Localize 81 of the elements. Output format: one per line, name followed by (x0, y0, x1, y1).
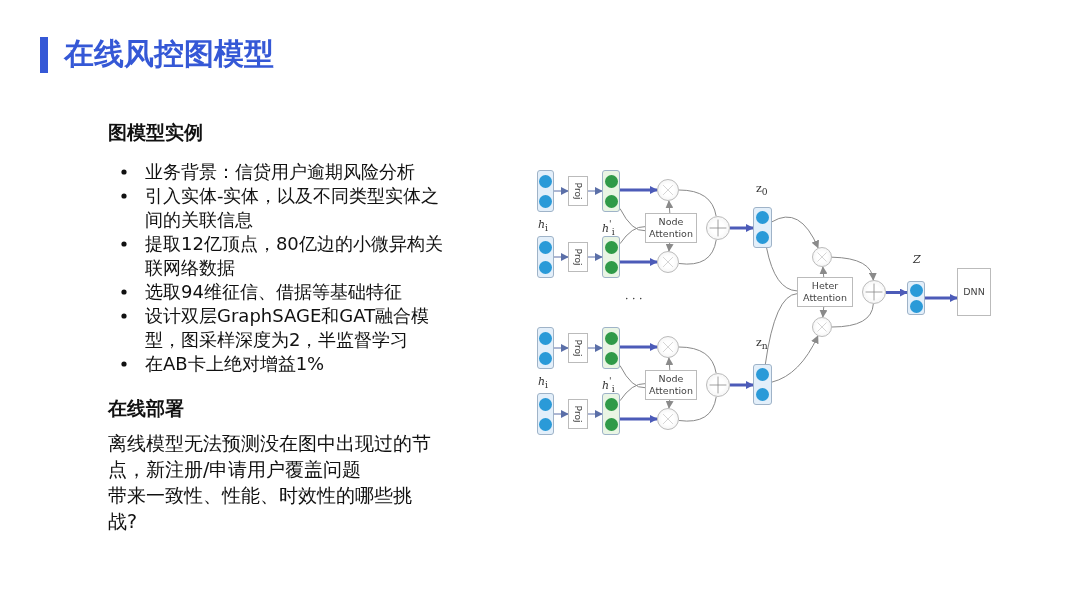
vector-label: Z (913, 253, 921, 266)
connector-line (619, 208, 646, 232)
bullet-text: 选取94维征信、借据等基础特征 (145, 280, 403, 304)
connector-line (678, 396, 717, 422)
section-heading: 图模型实例 (108, 120, 203, 145)
attention-box: Node Attention (645, 370, 697, 400)
connector-line (831, 303, 874, 328)
bullet-text: 引入实体-实体，以及不同类型实体之间的关联信息 (145, 184, 441, 232)
bullet-text: 业务背景：信贷用户逾期风险分析 (145, 160, 416, 184)
arrow (665, 200, 674, 214)
vector-label: z$_{n}$ (756, 336, 768, 352)
connector-line (678, 239, 717, 265)
arrow (665, 242, 674, 252)
input-vector (537, 236, 554, 278)
arrow (665, 399, 674, 409)
input-vector (537, 170, 554, 212)
connector-line (766, 247, 798, 292)
arrow (730, 381, 754, 389)
operator-circle (657, 179, 679, 201)
projection-box: Proj (568, 333, 588, 363)
section-heading: 在线部署 (108, 396, 184, 421)
attention-box: Heter Attention (797, 277, 853, 307)
operator-circle (706, 216, 730, 240)
projected-vector (602, 327, 620, 369)
arrow (819, 306, 828, 318)
arrow (771, 335, 819, 383)
arrow (886, 288, 908, 297)
arrow (587, 410, 603, 418)
connector-line (678, 189, 717, 217)
operator-circle (657, 408, 679, 430)
attention-box: Node Attention (645, 213, 697, 243)
arrow (730, 224, 754, 232)
arrow (620, 343, 658, 351)
bullet-text: 在AB卡上绝对增益1% (145, 352, 326, 376)
input-vector (537, 327, 554, 369)
arrow (553, 253, 569, 261)
arrow (819, 266, 828, 278)
arrow (587, 253, 603, 261)
arrow (553, 187, 569, 195)
embedding-vector (907, 281, 925, 315)
projected-vector (602, 393, 620, 435)
arrow (620, 258, 658, 266)
arrow (587, 187, 603, 195)
arrow (553, 410, 569, 418)
embedding-vector (753, 364, 772, 405)
operator-circle (812, 317, 832, 337)
arrow (665, 357, 674, 371)
attention-box: DNN (957, 268, 991, 316)
paragraph-text: 离线模型无法预测没在图中出现过的节点，新注册/申请用户覆盖问题 (108, 431, 432, 482)
connector-line (619, 226, 646, 245)
arrow (620, 186, 658, 194)
operator-circle (812, 247, 832, 267)
arrow (771, 216, 819, 249)
projection-box: Proj (568, 242, 588, 272)
operator-circle (657, 336, 679, 358)
bullet-text: 提取12亿顶点，80亿边的小微异构关联网络数据 (145, 232, 444, 280)
operator-circle (706, 373, 730, 397)
operator-circle (862, 280, 886, 304)
paragraph-text: 带来一致性、性能、时效性的哪些挑战? (108, 483, 413, 534)
input-vector (537, 393, 554, 435)
connector-line (619, 383, 646, 402)
vector-label: h$_{i}$ (538, 375, 549, 391)
arrow (587, 344, 603, 352)
connector-line (619, 365, 646, 389)
projection-box: Proj (568, 176, 588, 206)
operator-circle (657, 251, 679, 273)
bullet-text: 设计双层GraphSAGE和GAT融合模型，图采样深度为2，半监督学习 (145, 304, 431, 352)
slide-title: 在线风控图模型 (64, 35, 274, 73)
connector-line (764, 293, 798, 365)
arrow (620, 415, 658, 423)
arrow (831, 256, 877, 281)
projected-vector (602, 236, 620, 278)
projected-vector (602, 170, 620, 212)
arrow (553, 344, 569, 352)
projection-box: Proj (568, 399, 588, 429)
ellipsis-text: · · · (625, 293, 643, 306)
connector-line (678, 346, 717, 374)
arrow (925, 294, 958, 302)
vector-label: z$_{0}$ (756, 182, 768, 198)
vector-label: h$_{i}$ (538, 218, 549, 234)
embedding-vector (753, 207, 772, 248)
